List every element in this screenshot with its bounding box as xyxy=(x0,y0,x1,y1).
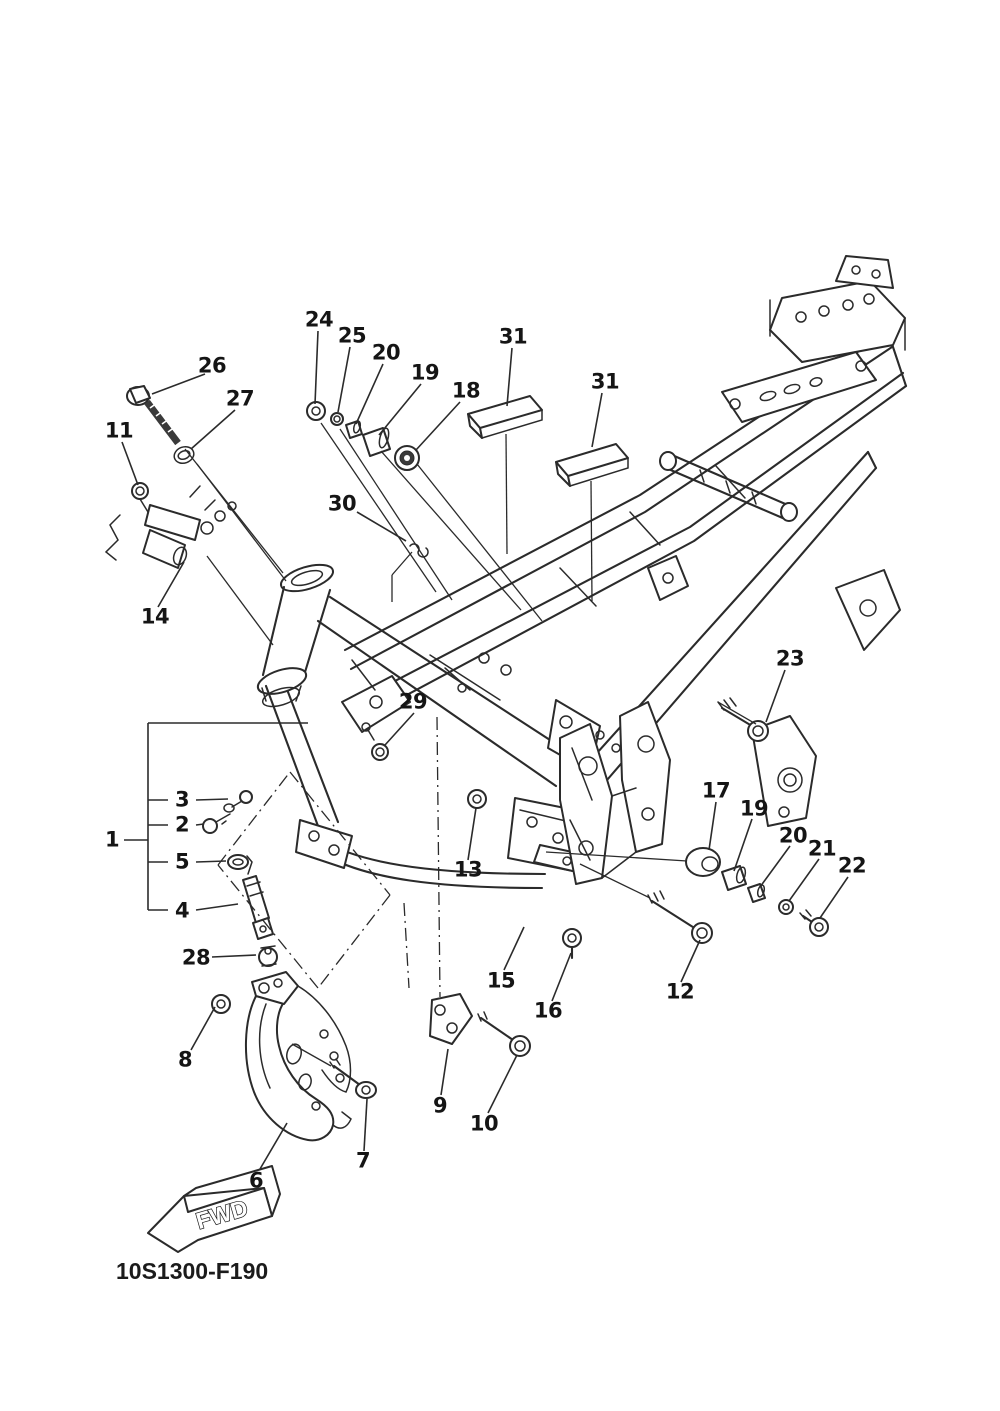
diagram-line xyxy=(196,463,287,582)
callout-label-9: 9 xyxy=(432,1093,448,1118)
callout-label-8: 8 xyxy=(177,1047,193,1072)
diagram-line xyxy=(190,409,236,450)
diagram-line xyxy=(551,952,572,1002)
leader-line-layer xyxy=(121,330,849,1170)
callout-label-30: 30 xyxy=(327,491,357,516)
diagram-line xyxy=(765,669,786,723)
diagram-line xyxy=(314,330,319,405)
diagram-line xyxy=(590,480,593,602)
callout-label-15: 15 xyxy=(486,968,516,993)
callout-label-4: 4 xyxy=(174,898,190,923)
diagram-line xyxy=(415,401,461,451)
diagram-line xyxy=(380,450,522,611)
diagram-line xyxy=(289,771,391,896)
diagram-line xyxy=(378,383,422,436)
diagram-line xyxy=(680,939,701,983)
diagram-line xyxy=(363,1098,368,1152)
callout-label-2: 2 xyxy=(174,812,190,837)
diagram-line xyxy=(121,441,139,486)
group-bracket-layer xyxy=(124,722,308,911)
diagram-line xyxy=(819,876,849,919)
diagram-line xyxy=(259,1122,288,1170)
diagram-line xyxy=(195,798,229,801)
callout-label-13: 13 xyxy=(453,857,483,882)
callout-label-19: 19 xyxy=(410,360,440,385)
diagram-line xyxy=(579,863,651,899)
phantom-line-layer xyxy=(217,716,441,998)
diagram-line xyxy=(217,771,291,866)
callout-label-12: 12 xyxy=(665,979,695,1004)
diagram-line xyxy=(195,903,239,911)
callout-label-23: 23 xyxy=(775,646,805,671)
diagram-line xyxy=(195,823,205,826)
diagram-code: 10S1300-F190 xyxy=(116,1258,269,1284)
callout-label-28: 28 xyxy=(181,945,211,970)
diagram-line xyxy=(717,701,757,725)
diagram-line xyxy=(157,561,185,608)
diagram-line xyxy=(355,363,384,425)
callout-label-31: 31 xyxy=(590,369,620,394)
diagram-line xyxy=(403,902,410,989)
callout-label-17: 17 xyxy=(701,778,731,803)
callout-label-7: 7 xyxy=(355,1148,371,1173)
diagram-line xyxy=(788,858,820,902)
diagram-line xyxy=(317,894,391,989)
callout-label-22: 22 xyxy=(837,853,867,878)
callout-label-25: 25 xyxy=(337,323,367,348)
diagram-line xyxy=(291,1043,332,1067)
diagram-line xyxy=(708,801,717,851)
callout-label-21: 21 xyxy=(807,836,837,861)
callout-label-3: 3 xyxy=(174,787,190,812)
callout-label-20: 20 xyxy=(778,823,808,848)
diagram-line xyxy=(416,463,543,622)
hardware-parts xyxy=(104,385,829,1099)
diagram-line xyxy=(151,373,206,395)
diagram-line xyxy=(505,433,508,555)
callout-label-1: 1 xyxy=(104,827,120,852)
diagram-line xyxy=(217,864,319,989)
callout-label-27: 27 xyxy=(225,386,255,411)
callout-label-29: 29 xyxy=(398,689,428,714)
diagram-line xyxy=(503,926,525,971)
callout-label-10: 10 xyxy=(469,1111,499,1136)
callout-label-5: 5 xyxy=(174,849,190,874)
diagram-line xyxy=(467,807,477,861)
diagram-line xyxy=(195,860,227,863)
callout-label-18: 18 xyxy=(451,378,481,403)
diagram-line xyxy=(759,845,791,888)
callout-label-24: 24 xyxy=(304,307,334,332)
diagram-line xyxy=(545,851,688,862)
callout-label-6: 6 xyxy=(248,1168,264,1193)
diagram-line xyxy=(190,1006,216,1051)
diagram-line xyxy=(506,347,513,407)
diagram-line xyxy=(384,712,415,746)
callout-label-19: 19 xyxy=(739,796,769,821)
callout-label-11: 11 xyxy=(104,418,134,443)
callout-label-14: 14 xyxy=(140,604,170,629)
callout-label-20: 20 xyxy=(371,340,401,365)
frame-front-section xyxy=(256,543,671,890)
diagram-line xyxy=(733,818,753,872)
diagram-line xyxy=(591,392,603,448)
engine-guard xyxy=(244,971,352,1142)
diagram-line xyxy=(440,1048,449,1096)
callout-label-31: 31 xyxy=(498,324,528,349)
diagram-line xyxy=(337,346,351,413)
diagram-line xyxy=(206,555,274,646)
diagram-line xyxy=(339,428,453,601)
diagram-line xyxy=(391,551,413,576)
diagram-line xyxy=(211,954,257,958)
diagram-line xyxy=(487,1054,518,1114)
assembly-line-layer xyxy=(184,422,757,1067)
callout-label-26: 26 xyxy=(197,353,227,378)
diagram-line xyxy=(320,422,437,593)
callout-label-16: 16 xyxy=(533,998,563,1023)
diagram-line xyxy=(436,716,441,998)
diagram-line xyxy=(356,511,407,542)
